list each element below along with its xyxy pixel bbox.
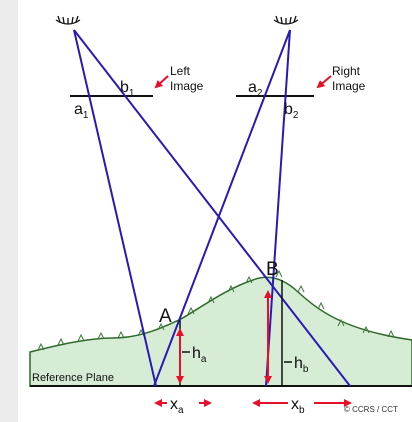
offset-xb-label: xb [291, 396, 305, 416]
terrain-vegetation-texture [37, 269, 395, 351]
point-b1-label: b1 [120, 79, 135, 99]
right-image-label-line2: Image [332, 79, 366, 93]
left-eye-icon [55, 15, 81, 25]
ray-left-to-A [73, 29, 157, 387]
ray-left-to-B [73, 29, 351, 387]
right-image-pointer [316, 75, 332, 89]
left-image-pointer [154, 75, 169, 89]
height-b-label: hb [294, 355, 309, 375]
height-a-label: ha [192, 345, 207, 365]
right-image-label-line1: Right [332, 64, 361, 78]
ground-point-A-label: A [159, 306, 172, 327]
right-eye-icon [273, 15, 299, 25]
left-image-label-line1: Left [170, 64, 191, 78]
stereo-parallax-diagram: Left Image Right Image a1 b1 a2 b2 A B h… [18, 0, 412, 422]
reference-plane-label: Reference Plane [32, 372, 114, 384]
ray-right-to-A [153, 29, 291, 387]
point-a2-label: a2 [248, 79, 263, 99]
diagram-canvas: Left Image Right Image a1 b1 a2 b2 A B h… [29, 15, 412, 416]
point-b2-label: b2 [284, 101, 299, 121]
terrain-surface [29, 276, 412, 387]
offset-xa-label: xa [170, 396, 184, 416]
credit-text: © CCRS / CCT [344, 405, 398, 414]
point-a1-label: a1 [74, 101, 89, 121]
ground-point-B-label: B [266, 259, 279, 280]
left-image-label-line2: Image [170, 79, 204, 93]
